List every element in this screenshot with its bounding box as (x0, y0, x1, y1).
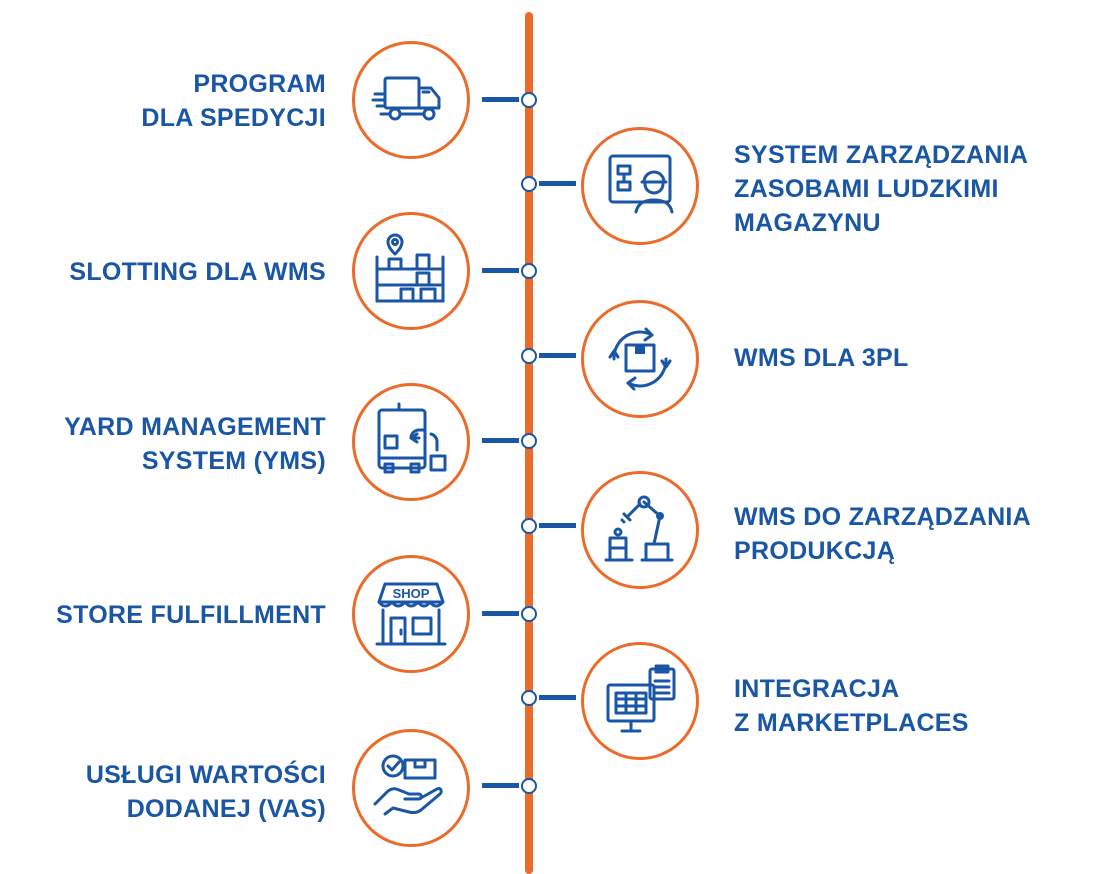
item-label: YARD MANAGEMENT SYSTEM (YMS) (64, 413, 326, 475)
shelf-location-icon (375, 233, 445, 303)
icon-circle (581, 127, 699, 245)
icon-circle (581, 471, 699, 589)
connector-line (482, 97, 519, 102)
item-label: WMS DLA 3PL (734, 344, 909, 372)
item-label: STORE FULFILLMENT (56, 601, 326, 629)
timeline-node (521, 263, 537, 279)
truck-icon (371, 76, 441, 121)
connector-line (539, 181, 576, 186)
connector-line (482, 268, 519, 273)
connector-line (539, 353, 576, 358)
timeline-node (521, 433, 537, 449)
computer-clipboard-icon (606, 664, 676, 733)
hand-box-icon (373, 754, 443, 816)
item-label: SYSTEM ZARZĄDZANIA ZASOBAMI LUDZKIMI MAG… (734, 141, 1029, 237)
timeline-node (521, 690, 537, 706)
shop-sign-text: SHOP (393, 586, 430, 601)
worker-dashboard-icon (608, 154, 674, 214)
shop-icon: SHOP (375, 582, 447, 646)
timeline-node (521, 348, 537, 364)
robot-arm-icon (604, 495, 674, 562)
item-label: PROGRAM DLA SPEDYCJI (141, 70, 326, 132)
timeline-node (521, 518, 537, 534)
icon-circle (581, 642, 699, 760)
item-label: USŁUGI WARTOŚCI DODANEJ (VAS) (85, 761, 326, 823)
connector-line (539, 523, 576, 528)
timeline-node (521, 606, 537, 622)
icon-circle: SHOP (352, 555, 470, 673)
icon-circle (352, 212, 470, 330)
item-label: WMS DO ZARZĄDZANIA PRODUKCJĄ (734, 503, 1032, 565)
icon-circle (352, 729, 470, 847)
icon-circle (352, 41, 470, 159)
connector-line (482, 783, 519, 788)
connector-line (482, 611, 519, 616)
timeline-node (521, 92, 537, 108)
icon-circle (581, 300, 699, 418)
truck-unload-icon (377, 402, 447, 474)
timeline-node (521, 176, 537, 192)
timeline-node (521, 778, 537, 794)
connector-line (482, 438, 519, 443)
item-label: INTEGRACJA Z MARKETPLACES (734, 675, 969, 737)
item-label: SLOTTING DLA WMS (69, 258, 326, 286)
icon-circle (352, 383, 470, 501)
connector-line (539, 695, 576, 700)
box-cycle-icon (608, 327, 672, 391)
